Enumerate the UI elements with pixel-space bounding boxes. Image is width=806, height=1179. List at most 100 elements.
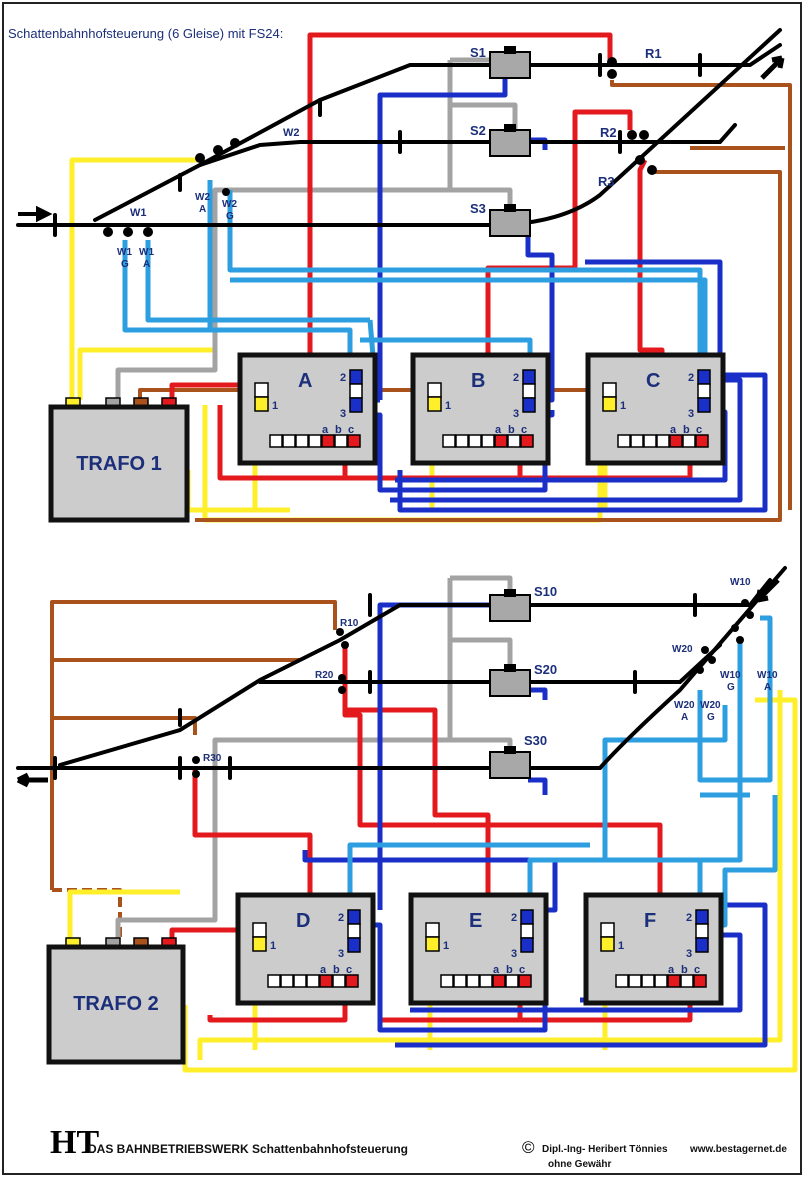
contact-dots-bottom — [192, 599, 754, 778]
module-port-1-label: 1 — [272, 400, 278, 412]
module-terminal-c: c — [521, 424, 527, 436]
module-port-3-label: 3 — [511, 948, 517, 960]
label-w10a-2: A — [764, 682, 771, 693]
label-w20a-1: W20 — [674, 700, 695, 711]
relay-label-s20: S20 — [534, 662, 557, 677]
wires-bottom — [50, 575, 798, 1073]
relay-label-s30: S30 — [524, 733, 547, 748]
label-w20g-2: G — [707, 712, 715, 723]
label-w20: W20 — [672, 644, 693, 655]
module-terminal-c: c — [694, 964, 700, 976]
label-w1g-1: W1 — [117, 247, 132, 258]
module-port-3-label: 3 — [686, 948, 692, 960]
trafo-1-label: TRAFO 1 — [76, 453, 162, 475]
module-port-2-label: 2 — [338, 912, 344, 924]
label-w20a-2: A — [681, 712, 688, 723]
label-w10g-2: G — [727, 682, 735, 693]
arrow-out-bottom — [16, 772, 48, 788]
label-w1g-2: G — [121, 259, 129, 270]
module-port-1-label: 1 — [445, 400, 451, 412]
label-r1: R1 — [645, 46, 662, 61]
trafo-2-label: TRAFO 2 — [73, 993, 159, 1015]
label-r3: R3 — [598, 174, 615, 189]
relay-label-s10: S10 — [534, 584, 557, 599]
module-terminal-b: b — [335, 424, 342, 436]
module-port-1-label: 1 — [443, 940, 449, 952]
contact-dots-top — [103, 57, 657, 237]
label-w1a-1: W1 — [139, 247, 154, 258]
label-w10: W10 — [730, 577, 751, 588]
arrow-out-top — [760, 55, 785, 80]
module-port-3-label: 3 — [340, 408, 346, 420]
arrow-in-top — [18, 205, 53, 223]
label-w2a-1: W2 — [195, 192, 210, 203]
module-port-1-label: 1 — [620, 400, 626, 412]
footer: HT DAS BAHNBETRIEBSWERK Schattenbahnhofs… — [50, 1124, 787, 1170]
module-port-2-label: 2 — [688, 372, 694, 384]
relays-bottom — [489, 589, 531, 779]
labels-top: S1 S2 S3 R1 R2 R3 W1 W2 W1 G W1 A W2 A W… — [117, 45, 662, 270]
module-port-2-label: 2 — [340, 372, 346, 384]
module-letter: D — [296, 910, 310, 932]
module-letter: C — [646, 370, 660, 392]
tracks-top — [16, 28, 782, 237]
module-letter: A — [298, 370, 312, 392]
arrow-in-bottom — [755, 578, 780, 603]
module-terminal-b: b — [508, 424, 515, 436]
footer-url: www.bestagernet.de — [689, 1144, 787, 1155]
label-w2a-2: A — [199, 204, 206, 215]
module-terminal-b: b — [681, 964, 688, 976]
label-w10a-1: W10 — [757, 670, 778, 681]
module-terminal-a: a — [670, 424, 677, 436]
label-w20g-1: W20 — [700, 700, 721, 711]
module-port-3-label: 3 — [338, 948, 344, 960]
module-terminal-c: c — [696, 424, 702, 436]
module-port-2-label: 2 — [686, 912, 692, 924]
copyright-symbol: © — [522, 1138, 535, 1157]
module-port-2-label: 2 — [511, 912, 517, 924]
module-terminal-b: b — [683, 424, 690, 436]
label-r2: R2 — [600, 125, 617, 140]
module-terminal-a: a — [493, 964, 500, 976]
relay-label-s2: S2 — [470, 123, 486, 138]
label-r20: R20 — [315, 670, 334, 681]
footer-author: Dipl.-Ing- Heribert Tönnies — [542, 1144, 668, 1155]
diagram-title: Schattenbahnhofsteuerung (6 Gleise) mit … — [8, 26, 283, 41]
module-terminal-a: a — [322, 424, 329, 436]
module-terminal-b: b — [333, 964, 340, 976]
footer-disclaimer: ohne Gewähr — [548, 1159, 611, 1170]
module-terminal-a: a — [495, 424, 502, 436]
logo-ht: HT — [50, 1124, 99, 1161]
module-letter: E — [469, 910, 482, 932]
module-port-3-label: 3 — [688, 408, 694, 420]
module-letter: B — [471, 370, 485, 392]
relays-top — [489, 46, 531, 237]
footer-title: DAS BAHNBETRIEBSWERK Schattenbahnhofsteu… — [88, 1142, 408, 1156]
label-w1: W1 — [130, 207, 147, 219]
module-port-1-label: 1 — [270, 940, 276, 952]
trafo-2: TRAFO 2 — [46, 937, 186, 1065]
tracks-bottom — [16, 566, 787, 780]
module-terminal-a: a — [320, 964, 327, 976]
trafo-1: TRAFO 1 — [48, 397, 190, 523]
module-port-3-label: 3 — [513, 408, 519, 420]
module-terminal-c: c — [346, 964, 352, 976]
module-port-2-label: 2 — [513, 372, 519, 384]
label-w1a-2: A — [143, 259, 150, 270]
module-port-1-label: 1 — [618, 940, 624, 952]
label-r10: R10 — [340, 618, 359, 629]
module-terminal-c: c — [519, 964, 525, 976]
module-terminal-c: c — [348, 424, 354, 436]
module-terminal-b: b — [506, 964, 513, 976]
label-w10g-1: W10 — [720, 670, 741, 681]
label-w2: W2 — [283, 127, 300, 139]
